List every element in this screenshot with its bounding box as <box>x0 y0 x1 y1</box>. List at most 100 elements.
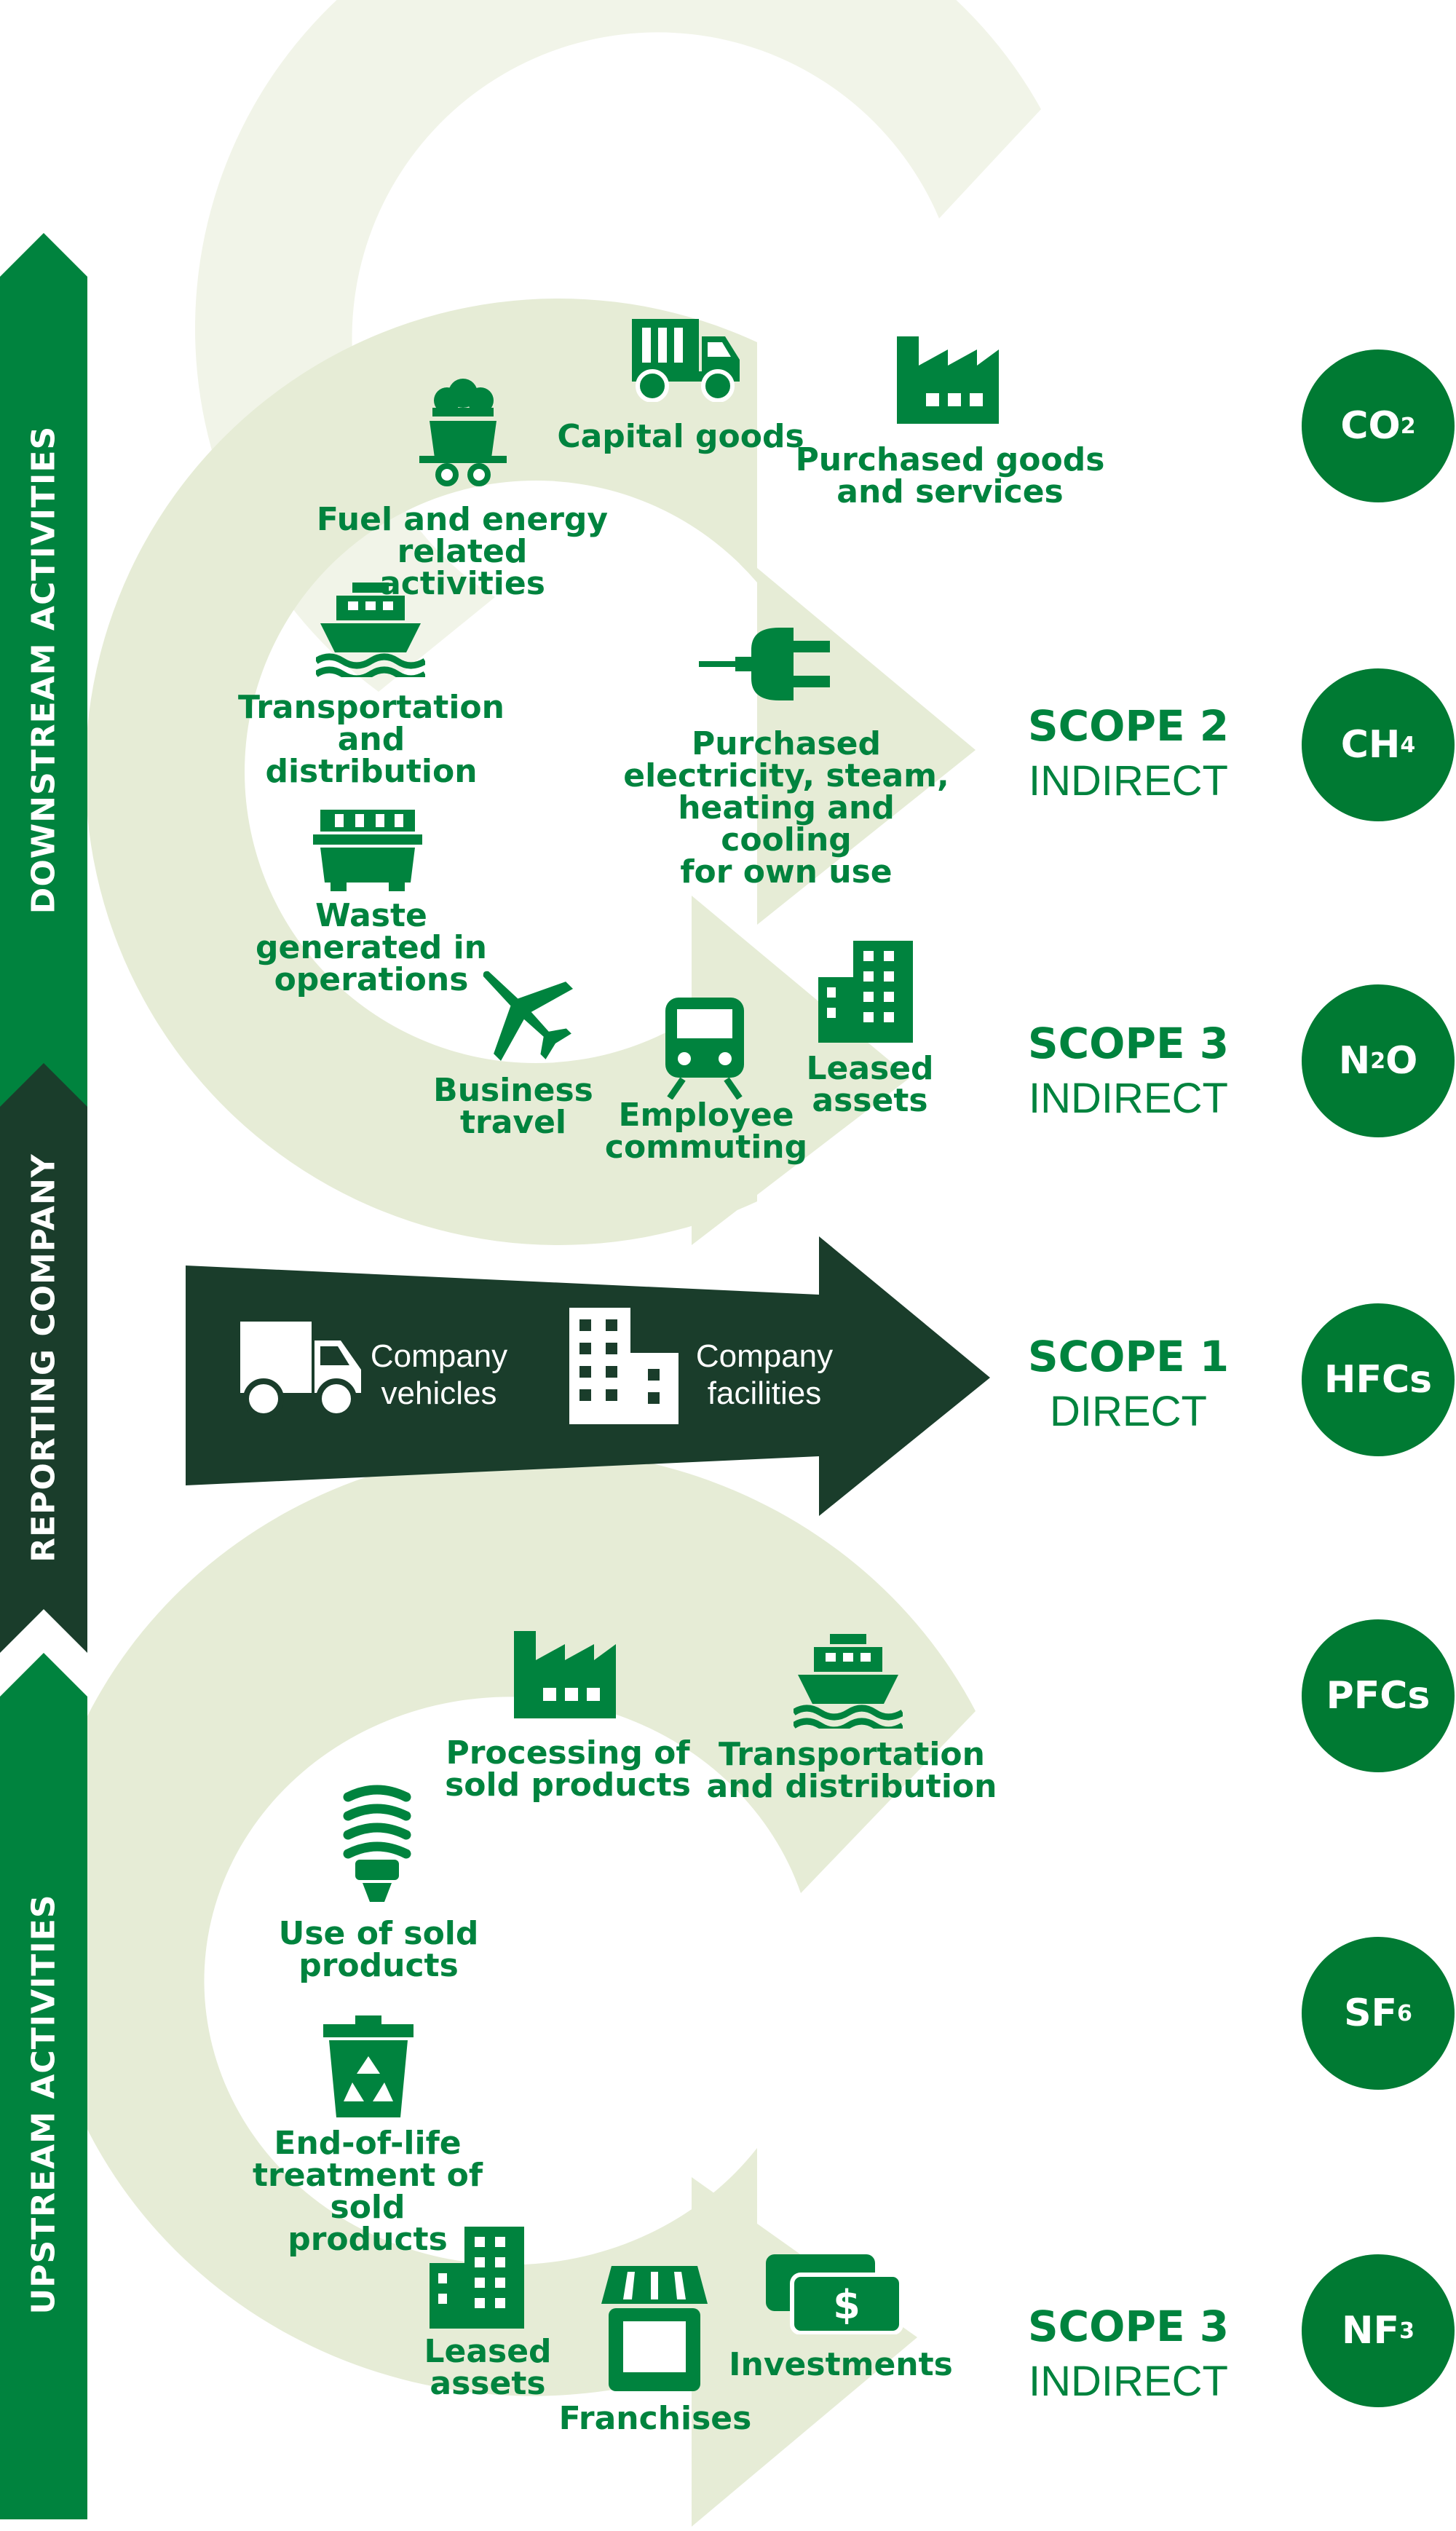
downstream-label: DOWNSTREAM ACTIVITIES <box>25 425 63 915</box>
employee-commuting-line1: Employee <box>618 1097 794 1134</box>
purchased-goods-label: Purchased goods and services <box>794 444 1107 508</box>
gas-co2-base: CO <box>1340 404 1401 448</box>
purchased-electricity-label: Purchased electricity, steam, heating an… <box>612 728 961 888</box>
ship-icon <box>316 583 425 677</box>
gas-sf6-base: SF <box>1344 1991 1398 2035</box>
company-vehicles-label: Company vehicles <box>355 1338 523 1412</box>
gas-pfcs-base: PFCs <box>1326 1674 1431 1718</box>
waste-label: Waste generated in operations <box>240 900 502 996</box>
storefront-icon <box>601 2266 708 2391</box>
bottom-building-icon <box>430 2227 524 2329</box>
upstream-label: UPSTREAM ACTIVITIES <box>25 1894 63 2315</box>
light-bulb-icon <box>343 1785 411 1902</box>
scope2-title: SCOPE 2 <box>1027 701 1230 751</box>
leased-assets-top-line1: Leased <box>806 1050 934 1087</box>
fuel-energy-line2: related activities <box>379 533 545 602</box>
franchises-label: Franchises <box>558 2400 752 2437</box>
business-travel-line2: travel <box>459 1104 567 1141</box>
transportation-line2: distribution <box>265 753 478 790</box>
bottom-transportation-line1: Transportation <box>719 1736 985 1773</box>
gas-ch4-base: CH <box>1340 723 1401 767</box>
top-cycle-band <box>85 298 757 1246</box>
building-icon <box>818 941 913 1043</box>
scope3-bottom-sub: INDIRECT <box>1029 2358 1228 2405</box>
waste-line1: Waste <box>315 897 427 934</box>
scope3-top-title: SCOPE 3 <box>1027 1019 1230 1068</box>
reporting-company-label: REPORTING COMPANY <box>25 1153 63 1563</box>
fuel-energy-line1: Fuel and energy <box>316 501 609 538</box>
processing-line2: sold products <box>445 1766 691 1804</box>
gas-co2-sub: 2 <box>1400 413 1416 439</box>
money-icon: $ <box>766 2254 903 2334</box>
company-vehicles-line2: vehicles <box>381 1375 497 1411</box>
reporting-bar <box>0 1063 87 1653</box>
gas-nf3-sub: 3 <box>1399 2318 1415 2344</box>
top-outer-arc <box>194 0 1041 692</box>
recycling-bin-icon <box>323 2015 414 2117</box>
downstream-bar <box>0 233 87 1107</box>
company-facilities-line1: Company <box>695 1338 834 1374</box>
purchased-goods-line1: Purchased goods <box>795 441 1105 478</box>
factory-icon <box>897 336 999 424</box>
bottom-transportation-line2: and distribution <box>706 1768 997 1805</box>
company-facility-icon <box>569 1308 678 1424</box>
end-of-life-line3: products <box>288 2221 448 2258</box>
gas-ch4-sub: 4 <box>1400 732 1416 758</box>
employee-commuting-label: Employee commuting <box>582 1099 830 1164</box>
waste-line3: operations <box>274 961 469 998</box>
train-icon <box>665 998 744 1099</box>
company-vehicle-icon <box>240 1322 361 1416</box>
scope1-sub: DIRECT <box>1050 1388 1207 1435</box>
transportation-label: Transportation and distribution <box>204 692 539 788</box>
plug-icon <box>699 628 830 700</box>
scope3-top-sub: INDIRECT <box>1029 1075 1228 1122</box>
gas-n2o-base: N <box>1338 1039 1371 1083</box>
bottom-cycle-arrowhead <box>692 2177 917 2527</box>
processing-label: Processing of sold products <box>422 1737 713 1801</box>
end-of-life-line1: End-of-life <box>274 2125 462 2162</box>
electricity-line2: electricity, steam, <box>623 757 949 794</box>
scope3-bottom-title: SCOPE 3 <box>1027 2302 1230 2351</box>
airplane-icon <box>483 971 574 1062</box>
electricity-line1: Purchased <box>692 725 881 762</box>
gas-hfcs: HFCs <box>1302 1303 1455 1456</box>
scope1-title: SCOPE 1 <box>1027 1332 1230 1381</box>
leased-assets-bottom-line1: Leased <box>424 2333 552 2370</box>
top-cycle-arrowhead-2 <box>692 896 910 1245</box>
electricity-line4: for own use <box>680 853 893 891</box>
gas-hfcs-base: HFCs <box>1324 1358 1433 1402</box>
scope2-label: SCOPE 2 INDIRECT <box>997 705 1259 802</box>
use-of-sold-line2: products <box>298 1947 459 1984</box>
business-travel-label: Business travel <box>408 1075 619 1139</box>
end-of-life-label: End-of-life treatment of sold products <box>211 2128 524 2256</box>
leased-assets-bottom-label: Leased assets <box>393 2336 582 2400</box>
scope3-bottom-label: SCOPE 3 INDIRECT <box>997 2305 1259 2403</box>
processing-line1: Processing of <box>446 1734 690 1772</box>
processing-factory-icon <box>514 1631 616 1718</box>
electricity-line3: heating and cooling <box>678 789 895 858</box>
employee-commuting-line2: commuting <box>604 1129 808 1166</box>
gas-pfcs: PFCs <box>1302 1619 1455 1772</box>
leased-assets-top-label: Leased assets <box>779 1053 961 1117</box>
purchased-goods-line2: and services <box>836 473 1064 510</box>
mine-cart-icon <box>419 379 507 486</box>
capital-goods-label: Capital goods <box>557 418 804 455</box>
business-travel-line1: Business <box>433 1072 593 1109</box>
use-of-sold-line1: Use of sold <box>278 1915 479 1952</box>
gas-sf6-sub: 6 <box>1397 2000 1412 2026</box>
leased-assets-bottom-line2: assets <box>430 2365 546 2402</box>
truck-icon <box>632 319 740 402</box>
bottom-transportation-label: Transportation and distribution <box>699 1739 1005 1803</box>
fuel-energy-label: Fuel and energy related activities <box>313 504 612 600</box>
scope1-label: SCOPE 1 DIRECT <box>997 1335 1259 1433</box>
transportation-line1: Transportation and <box>238 689 505 758</box>
waste-line2: generated in <box>256 929 487 966</box>
leased-assets-top-line2: assets <box>812 1082 928 1119</box>
bottom-cycle-band <box>37 1449 976 2396</box>
end-of-life-line2: treatment of sold <box>252 2157 483 2226</box>
scope2-sub: INDIRECT <box>1029 757 1228 805</box>
scope3-top-label: SCOPE 3 INDIRECT <box>997 1022 1259 1120</box>
